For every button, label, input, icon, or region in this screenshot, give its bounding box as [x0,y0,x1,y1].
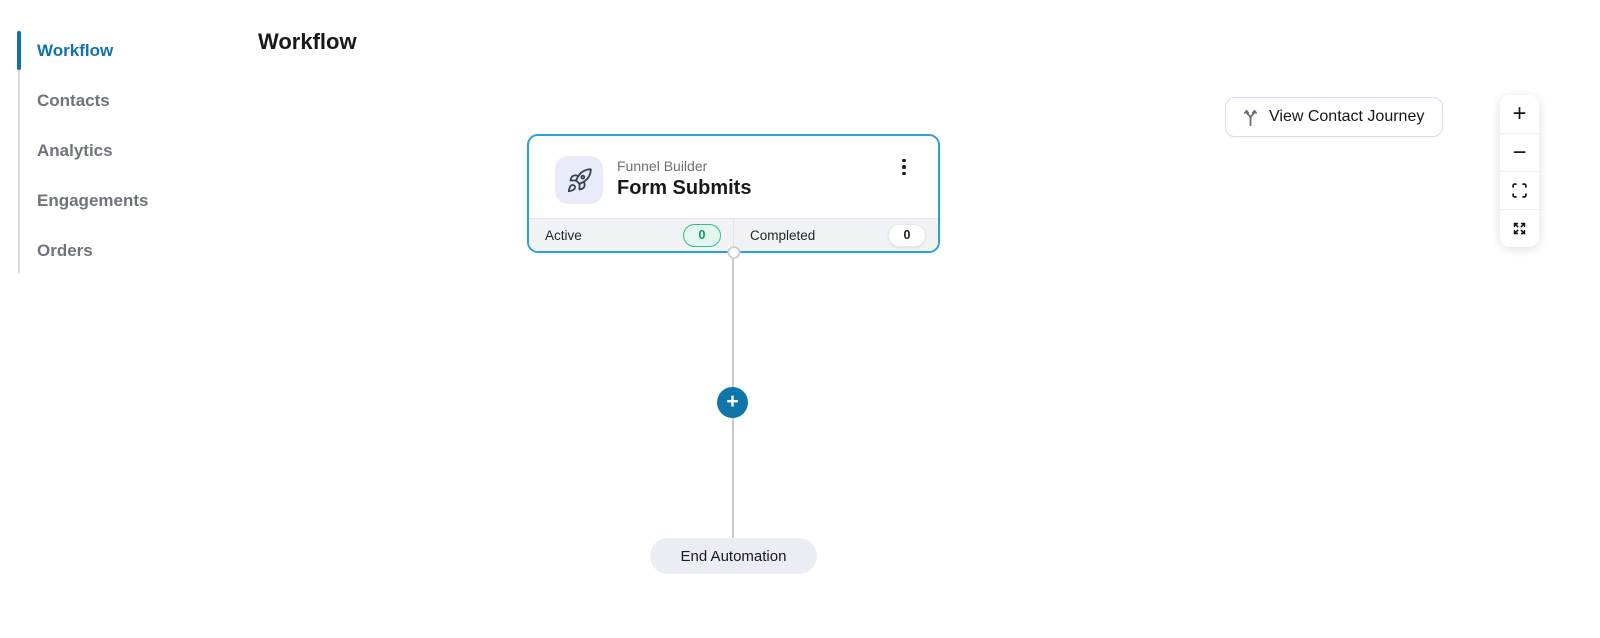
expand-arrows-icon [1511,220,1528,237]
view-contact-journey-button[interactable]: View Contact Journey [1225,97,1444,137]
trigger-node-card[interactable]: Funnel Builder Form Submits Active 0 Com… [527,134,940,259]
sidebar: Workflow Contacts Analytics Engagements … [0,0,230,638]
node-stats-footer: Active 0 Completed 0 [529,218,938,251]
zoom-out-button[interactable]: − [1500,133,1539,171]
node-type-label: Funnel Builder [617,158,708,174]
stat-completed: Completed 0 [734,219,938,251]
add-step-button[interactable]: + [717,387,748,418]
sidebar-rail-divider [18,30,20,273]
minus-icon: − [1512,138,1527,166]
sidebar-item-analytics[interactable]: Analytics [37,141,113,160]
sidebar-item-engagements[interactable]: Engagements [37,191,149,210]
stat-active-label: Active [545,227,582,243]
sidebar-item-workflow[interactable]: Workflow [37,41,114,60]
fit-view-icon [1511,182,1528,199]
stat-active: Active 0 [529,219,734,251]
view-contact-journey-label: View Contact Journey [1269,108,1425,125]
page-title: Workflow [258,29,357,54]
plus-icon: + [1512,100,1527,127]
canvas-controls-panel: + − [1500,95,1539,247]
journey-split-icon [1240,107,1261,128]
stat-active-badge: 0 [683,223,721,247]
sidebar-item-orders[interactable]: Orders [37,241,93,260]
rocket-icon [555,156,603,204]
node-output-port[interactable] [727,246,740,259]
sidebar-active-indicator [17,31,21,70]
stat-completed-badge: 0 [888,223,926,247]
fullscreen-button[interactable] [1500,209,1539,247]
trigger-node-header: Funnel Builder Form Submits [529,136,938,220]
sidebar-item-contacts[interactable]: Contacts [37,91,110,110]
node-title: Form Submits [617,177,752,199]
fit-view-button[interactable] [1500,171,1539,209]
node-menu-kebab-icon[interactable] [892,153,916,181]
stat-completed-label: Completed [750,227,816,243]
end-automation-pill[interactable]: End Automation [650,538,817,574]
zoom-in-button[interactable]: + [1500,95,1539,133]
